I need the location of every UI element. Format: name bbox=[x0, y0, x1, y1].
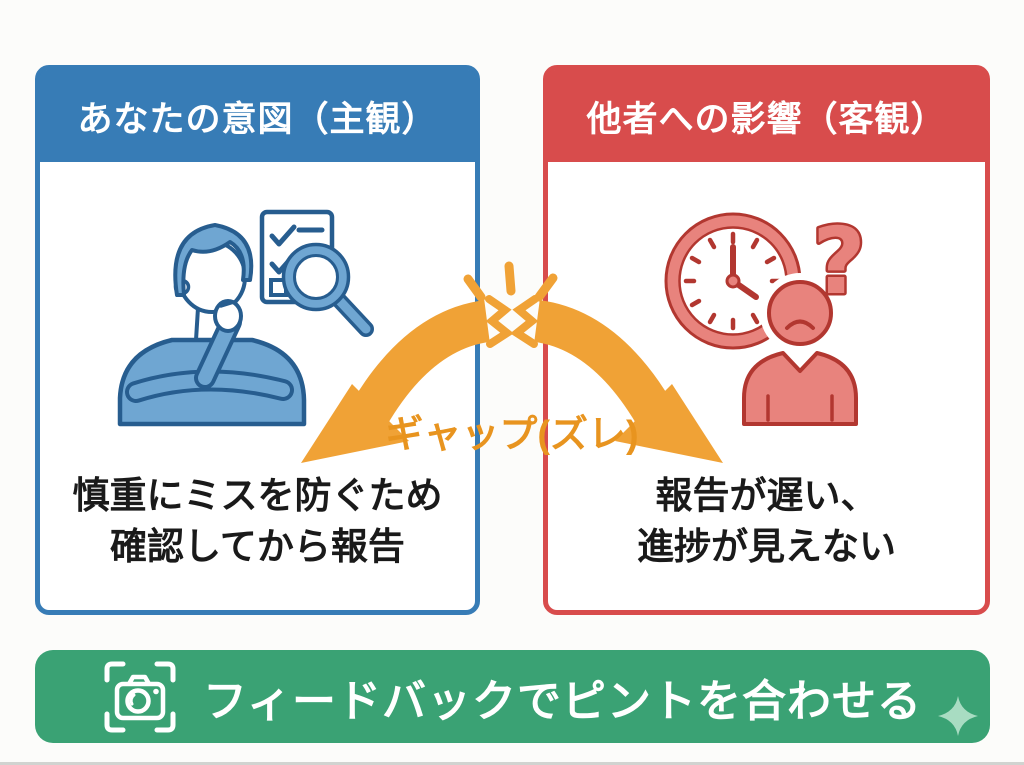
impact-body-text: 報告が遅い、 進捗が見えない bbox=[548, 470, 985, 572]
impact-panel: 他者への影響（客観） 報告が遅い、 進捗が見えない bbox=[543, 65, 990, 615]
banner-label: フィードバックでピントを合わせる bbox=[202, 676, 923, 726]
impact-panel-header: 他者への影響（客観） bbox=[548, 70, 985, 162]
impact-panel-title: 他者への影響（客観） bbox=[586, 99, 947, 139]
feedback-banner: フィードバックでピントを合わせる bbox=[35, 650, 990, 743]
intention-panel-header: あなたの意図（主観） bbox=[40, 70, 475, 162]
gap-label: ギャップ(ズレ) bbox=[385, 414, 639, 456]
intention-body-line-1: 慎重にミスを防ぐため bbox=[72, 475, 443, 516]
intention-panel: あなたの意図（主観） 慎重にミスを防ぐため 確認してから報告 bbox=[35, 65, 480, 615]
bottom-edge bbox=[0, 762, 1024, 765]
intention-body-line-2: 確認してから報告 bbox=[110, 526, 405, 568]
break-spark-icon bbox=[463, 261, 558, 302]
intention-body-text: 慎重にミスを防ぐため 確認してから報告 bbox=[40, 470, 475, 572]
impact-body-line-1: 報告が遅い、 bbox=[655, 475, 878, 516]
impact-body-line-2: 進捗が見えない bbox=[637, 526, 896, 568]
intention-panel-title: あなたの意図（主観） bbox=[77, 99, 438, 139]
sparkle-icon bbox=[938, 696, 978, 736]
camera-focus-icon bbox=[104, 661, 176, 732]
